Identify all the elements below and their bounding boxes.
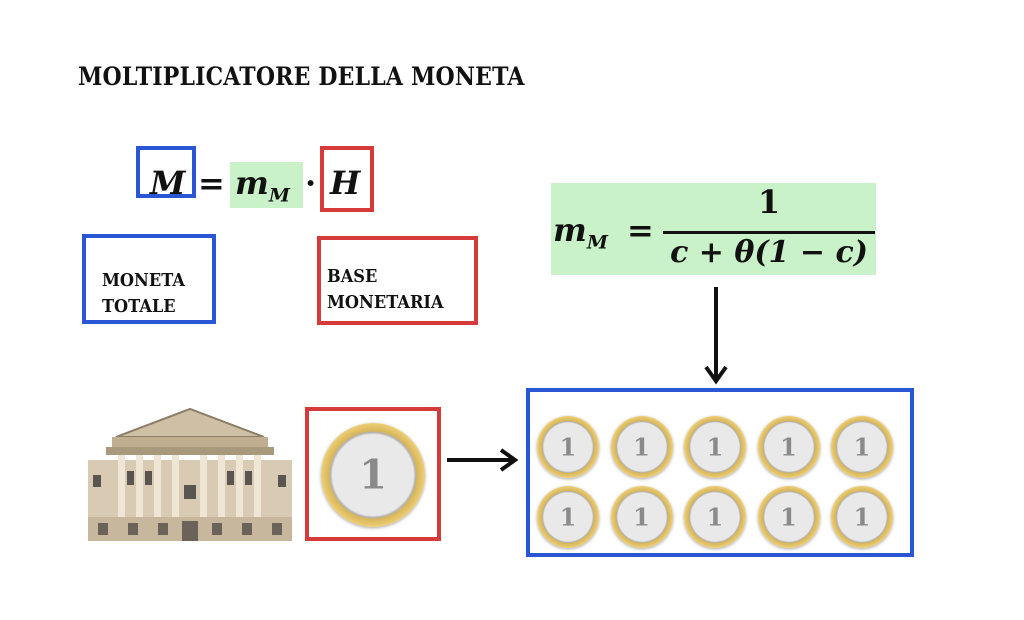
euro-coin: 1 [610,486,673,548]
monetary-base-box: BASE MONETARIA [317,236,478,325]
euro-coin: 1 [757,486,820,548]
slide-title: MOLTIPLICATORE DELLA MONETA [78,62,525,91]
base-coin-box: 1 [305,407,441,541]
coin-value: 1 [559,502,577,532]
multiplication-dot: · [305,164,317,202]
coin-value: 1 [633,432,650,462]
euro-coin: 1 [757,416,820,478]
coin-value: 1 [633,502,650,532]
formula-numerator: 1 [757,183,781,221]
euro-coin: 1 [321,423,425,527]
coin-value: 1 [853,502,871,532]
euro-coin: 1 [537,486,599,548]
euro-coin: 1 [610,416,673,478]
formula-denominator: c + θ(1 − c) [670,235,868,270]
right-arrow-icon [447,448,519,472]
formula-subscript: M [586,231,608,254]
monetary-base-line-1: BASE [327,266,378,287]
money-total-line-2: TOTALE [102,296,176,317]
formula-equals: = [627,211,654,249]
central-bank-building-image [88,407,292,541]
coin-value: 1 [853,432,871,462]
money-total-line-1: MONETA [102,270,185,291]
multiplier-formula: mM = 1 c + θ(1 − c) [551,183,876,275]
money-total-box: MONETA TOTALE [82,234,216,324]
euro-coin: 1 [831,416,893,478]
down-arrow-icon [704,287,728,385]
coin-value: 1 [706,432,724,462]
money-symbol: M [150,164,186,202]
multiplied-coins-box: 1 1 1 1 1 1 1 1 1 1 [526,388,914,557]
euro-coin: 1 [684,416,746,478]
coin-value: 1 [780,432,797,462]
formula-lhs: mM [553,211,608,253]
base-symbol: H [330,164,361,202]
fraction-bar [663,231,875,234]
euro-coin: 1 [684,486,746,548]
money-total-highlight-box [136,146,196,198]
coin-value: 1 [559,432,577,462]
formula-m: m [553,211,587,249]
equals-sign: = [198,164,225,202]
coin-value: 1 [780,502,797,532]
euro-coin: 1 [831,486,893,548]
euro-coin: 1 [537,416,599,478]
coin-value: 1 [359,451,387,499]
multiplier-highlight [230,162,303,208]
multiplier-letter: m [235,164,269,202]
monetary-base-line-2: MONETARIA [327,292,444,313]
multiplier-subscript: M [268,184,290,207]
coin-value: 1 [706,502,724,532]
multiplier-symbol: mM [235,164,290,206]
monetary-base-highlight-box [320,146,374,212]
